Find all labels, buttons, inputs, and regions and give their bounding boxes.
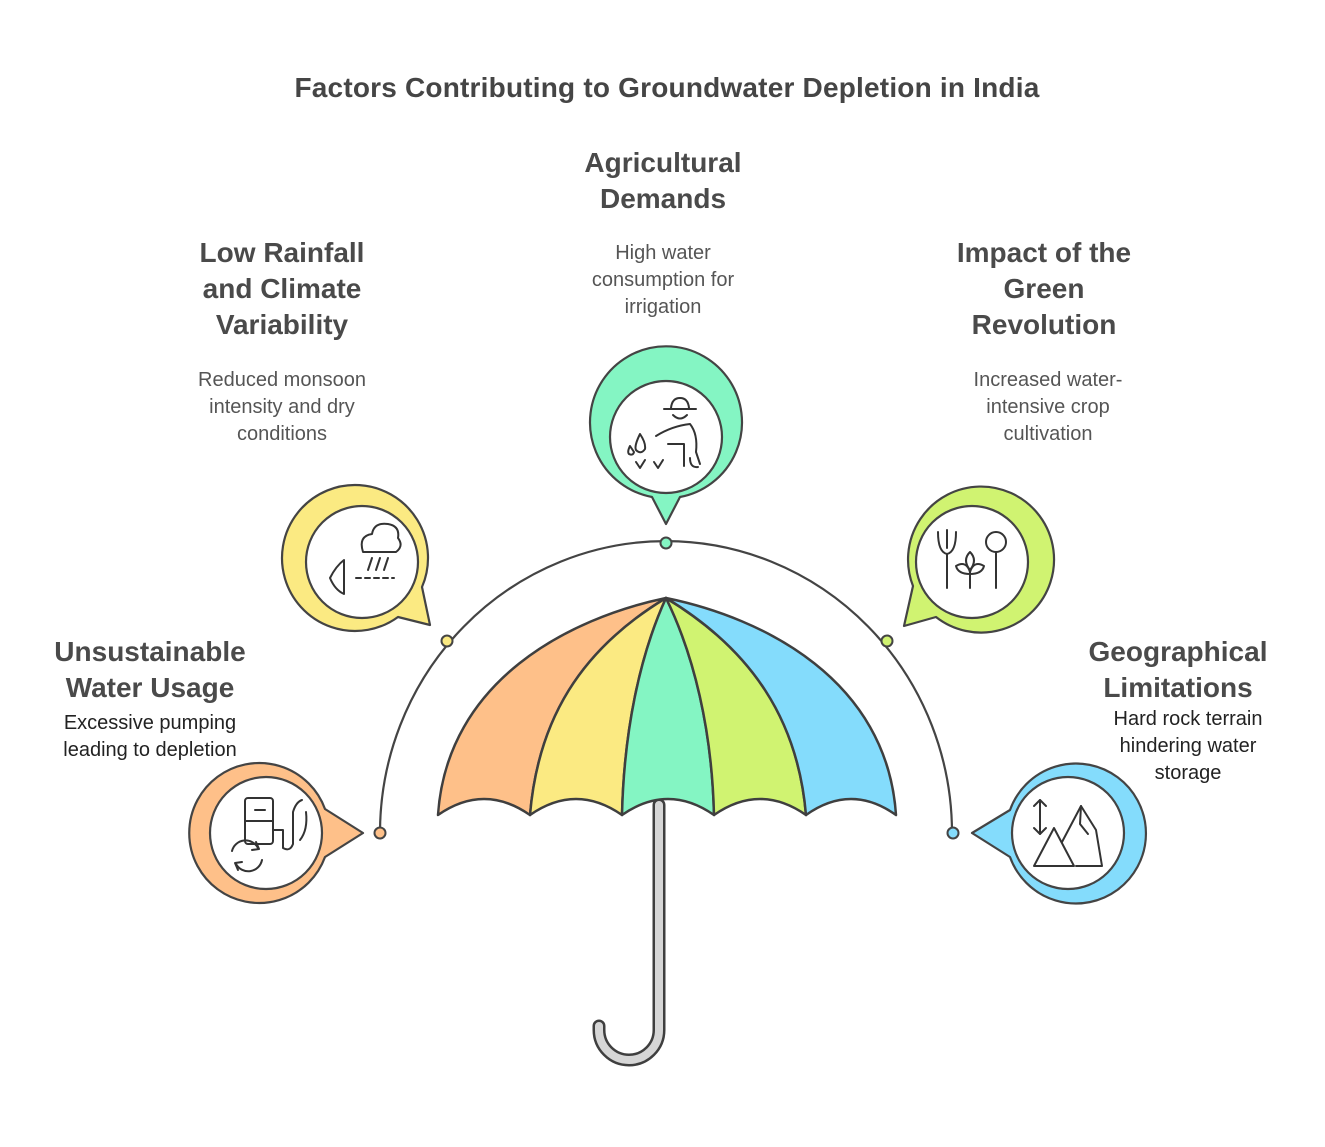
factor-desc-unsustainable: Excessive pumping leading to depletion — [63, 712, 237, 761]
crops-plant-icon — [937, 529, 1007, 589]
fuel-pump-cycle-icon — [231, 797, 308, 873]
umbrella-handle — [592, 798, 666, 1067]
arc-dot-green-revolution — [880, 634, 894, 648]
bubble-green-revolution — [902, 485, 1056, 634]
factor-heading-unsustainable: Unsustainable Water Usage — [54, 636, 246, 703]
bubble-unsustainable — [188, 761, 365, 905]
factor-heading-green-revolution: Impact of the Green Revolution — [956, 237, 1132, 340]
factor-desc-geographical: Hard rock terrain hindering water storag… — [1113, 708, 1263, 784]
mountains-icon — [1033, 799, 1103, 867]
factor-heading-agricultural: Agricultural Demands — [584, 147, 742, 214]
canopy-panel-blue — [664, 596, 898, 817]
arc-dot-unsustainable — [373, 826, 387, 840]
rain-cloud-icon — [329, 522, 402, 595]
arc-dot-rainfall — [440, 634, 454, 648]
factor-heading-geographical: Geographical Limitations — [1088, 636, 1268, 703]
bubble-geographical — [970, 762, 1147, 905]
factor-desc-agricultural: High water consumption for irrigation — [591, 242, 735, 318]
umbrella-handle-fill — [595, 801, 663, 1064]
diagram-title: Factors Contributing to Groundwater Depl… — [294, 72, 1040, 103]
umbrella-canopy — [436, 596, 898, 817]
arc-dot-agricultural — [659, 536, 673, 550]
bubble-agricultural — [588, 345, 744, 526]
arc-dot-geographical — [946, 826, 960, 840]
bubble-rainfall — [280, 483, 432, 633]
farmer-watering-icon — [627, 397, 701, 469]
factor-desc-rainfall: Reduced monsoon intensity and dry condit… — [198, 369, 366, 445]
factor-heading-rainfall: Low Rainfall and Climate Variability — [199, 237, 365, 340]
factor-desc-green-revolution: Increased water- intensive crop cultivat… — [973, 369, 1123, 445]
